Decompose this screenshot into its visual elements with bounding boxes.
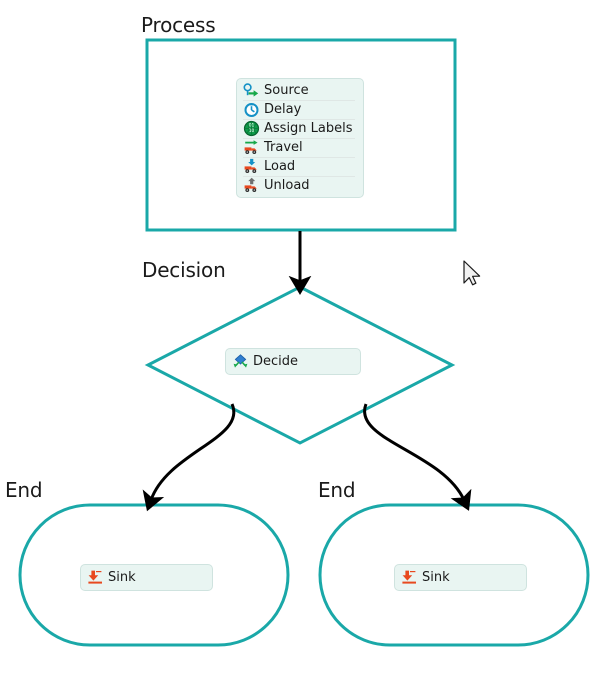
block-label: Delay: [264, 102, 302, 117]
load-truck-icon: [244, 158, 257, 173]
block-row-decide[interactable]: Decide: [226, 351, 360, 372]
block-row-sink[interactable]: Sink: [81, 567, 212, 588]
block-label: Source: [264, 83, 309, 98]
delay-icon: [244, 103, 259, 117]
group-caption-end-right: End: [318, 478, 356, 502]
connector-decision-to-end-left[interactable]: [142, 403, 236, 512]
decision-block-list[interactable]: Decide: [225, 348, 361, 375]
block-row-delay[interactable]: Delay: [237, 100, 363, 119]
sink-icon: [402, 570, 416, 584]
group-caption-decision: Decision: [142, 258, 226, 282]
group-caption-process: Process: [141, 13, 216, 37]
svg-text:10: 10: [249, 128, 255, 134]
block-row-unload[interactable]: Unload: [237, 176, 363, 195]
block-label: Unload: [264, 178, 310, 193]
block-label: Load: [264, 159, 296, 174]
block-row-source[interactable]: Source: [237, 81, 363, 100]
block-row-travel[interactable]: Travel: [237, 138, 363, 157]
end-right-block-list[interactable]: Sink: [394, 564, 527, 591]
source-icon: [243, 83, 259, 97]
block-label: Assign Labels: [264, 121, 353, 136]
block-label: Travel: [264, 140, 303, 155]
end-left-block-list[interactable]: Sink: [80, 564, 213, 591]
block-label: Sink: [108, 570, 136, 585]
block-row-assign-labels[interactable]: 01 10 Assign Labels: [237, 119, 363, 138]
travel-truck-icon: [244, 140, 258, 154]
connector-decision-to-end-right[interactable]: [363, 403, 472, 511]
block-label: Sink: [422, 570, 450, 585]
block-row-load[interactable]: Load: [237, 157, 363, 176]
block-row-sink[interactable]: Sink: [395, 567, 526, 588]
decide-icon: [233, 354, 248, 368]
mouse-pointer-icon: [463, 260, 481, 286]
group-caption-end-left: End: [5, 478, 43, 502]
unload-truck-icon: [244, 177, 257, 192]
block-label: Decide: [253, 354, 299, 369]
svg-text:01: 01: [249, 123, 255, 129]
process-block-list[interactable]: Source Delay 01 10 Assign Labels: [236, 78, 364, 198]
sink-icon: [88, 570, 102, 584]
assign-labels-icon: 01 10: [243, 120, 260, 137]
